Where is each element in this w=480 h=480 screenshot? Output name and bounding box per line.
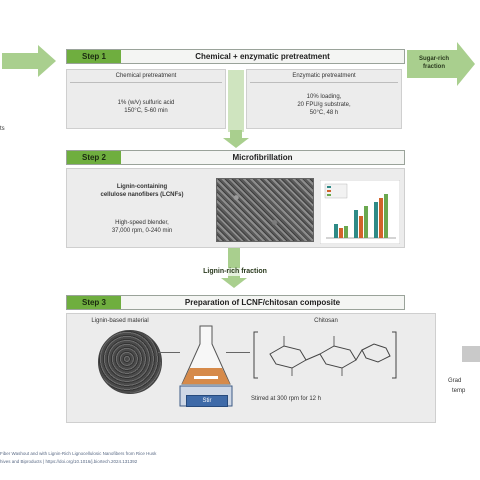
step1-right-line2: 20 FPU/g substrate, <box>297 102 351 108</box>
step1-left-line2: 150°C, 5-60 min <box>124 108 168 114</box>
sem-image <box>216 178 314 242</box>
stir-button-label: Stir <box>202 398 212 404</box>
right-edge-text-1: Grad <box>448 378 462 384</box>
glucosamine-ring <box>269 345 307 369</box>
bar <box>334 224 338 238</box>
step1-right-divider <box>250 82 398 83</box>
step1-right-panel <box>246 69 402 129</box>
chitosan-structure <box>253 331 397 379</box>
stir-condition: Stirred at 300 rpm for 12 h <box>250 396 322 402</box>
bar <box>354 210 358 238</box>
glucosamine-ring <box>361 343 391 363</box>
bar <box>364 206 368 238</box>
bar <box>344 226 348 238</box>
glucosamine-ring <box>319 345 357 369</box>
step1-to-step2-arrow-body <box>230 130 242 138</box>
sugar-arrow-body <box>407 50 457 78</box>
bar <box>384 194 388 238</box>
input-arrow-head <box>38 45 56 77</box>
sugar-label-line2: fraction <box>422 64 445 70</box>
step2-method-line1: High-speed blender, <box>115 220 169 226</box>
bar <box>339 228 343 238</box>
step1-left-divider <box>70 82 222 83</box>
step1-left-heading: Chemical pretreatment <box>115 73 177 79</box>
step3-header: Step 3 Preparation of LCNF/chitosan comp… <box>66 295 405 310</box>
right-edge-box <box>462 346 480 362</box>
mini-bar-chart <box>320 180 400 244</box>
footer-line-1: Fiber Washout and with Lignin-Rich Ligno… <box>0 451 157 456</box>
step3-tag: Step 3 <box>67 296 121 309</box>
left-edge-text: ts <box>0 126 5 132</box>
bracket-right <box>392 331 397 379</box>
stir-bar-icon <box>194 376 218 379</box>
step2-tag: Step 2 <box>67 151 121 164</box>
footer-line-2[interactable]: hives and Biproducts | https://doi.org/1… <box>0 459 138 464</box>
chitosan-label: Chitosan <box>314 318 338 324</box>
glycosidic-bond <box>355 349 363 361</box>
lignin-material-sphere <box>98 330 162 394</box>
legend-swatch-green <box>327 194 331 196</box>
step1-right-line3: 50°C, 48 h <box>309 110 339 116</box>
step1-right-line1: 10% loading, <box>306 94 342 100</box>
input-arrow-body <box>2 53 38 69</box>
bar <box>379 198 383 238</box>
right-edge-text-2: temp <box>452 388 466 394</box>
step3-title: Preparation of LCNF/chitosan composite <box>184 298 341 307</box>
legend-swatch-orange <box>327 190 331 192</box>
glycosidic-bond <box>305 353 321 361</box>
step2-lcnf-line2: cellulose nanofibers (LCNFs) <box>100 192 184 198</box>
bar <box>359 216 363 238</box>
step2-to-step3-arrow-head <box>221 278 247 288</box>
step1-to-step2-arrow-head <box>223 138 249 148</box>
sugar-label-line1: Sugar-rich <box>418 56 449 62</box>
sugar-arrow-head <box>457 42 475 86</box>
step1-left-line1: 1% (w/v) sulfuric acid <box>117 100 175 106</box>
step1-title: Chemical + enzymatic pretreatment <box>195 52 330 61</box>
stir-button[interactable]: Stir <box>186 395 228 407</box>
step2-method-line2: 37,000 rpm, 0-240 min <box>111 228 173 234</box>
step1-right-heading: Enzymatic pretreatment <box>292 73 356 79</box>
step1-header: Step 1 Chemical + enzymatic pretreatment <box>66 49 405 64</box>
connector-line <box>226 352 250 353</box>
step1-left-panel <box>66 69 226 129</box>
lignin-fraction-label: Lignin-rich fraction <box>170 268 300 276</box>
step3-lignin-label: Lignin-based material <box>91 318 149 324</box>
bar <box>374 202 378 238</box>
step2-header: Step 2 Microfibrillation <box>66 150 405 165</box>
step1-tag: Step 1 <box>67 50 121 63</box>
step2-title: Microfibrillation <box>232 153 293 162</box>
step2-lcnf-line1: Lignin-containing <box>116 184 168 190</box>
step1-connector <box>228 70 244 132</box>
connector-line <box>158 352 180 353</box>
legend-swatch-teal <box>327 186 331 188</box>
bracket-left <box>253 331 258 379</box>
